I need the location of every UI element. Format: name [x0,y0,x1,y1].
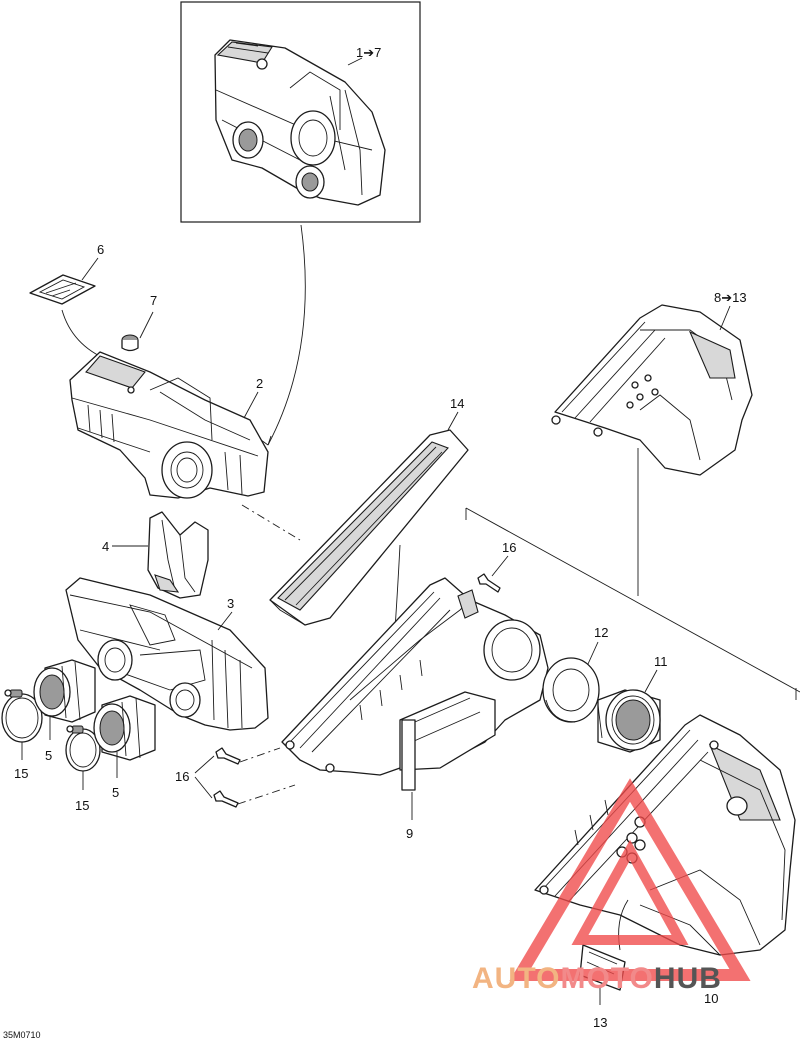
grouping-lines [465,448,800,700]
callout-3: 3 [227,596,234,611]
part-15-clamp-left: 15 [1,689,43,781]
callout-1-7: 1➔7 [356,45,381,60]
part-6-decal: 6 [29,242,119,376]
callout-14: 14 [450,396,464,411]
callout-12: 12 [594,625,608,640]
callout-4: 4 [102,539,109,554]
callout-7: 7 [150,293,157,308]
part-15-clamp-middle: 15 [65,725,101,813]
watermark-triangle-icon [509,778,751,981]
watermark-moto: MOTO [560,962,653,995]
part-16-screws-bottom: 16 [175,747,296,808]
part-5-sleeve-middle: 5 [93,695,156,800]
part-3-airbox-base: 3 [65,577,269,731]
callout-16-top: 16 [502,540,516,555]
watermark-logo [509,778,751,981]
assembled-airbox-drawing [214,39,386,206]
callout-15-middle: 15 [75,798,89,813]
inset-to-cover-leader [267,224,306,446]
part-8-13-housing: 8➔13 [551,290,753,476]
callout-15-left: 15 [14,766,28,781]
alignment-line-cover [241,504,301,541]
callout-9: 9 [406,826,413,841]
watermark-hub: HUB [654,962,722,995]
callout-2: 2 [256,376,263,391]
watermark-auto: AUTO [472,962,560,995]
callout-10: 10 [704,991,718,1006]
part-12-seal: 12 [542,625,608,723]
part-14-filter: 14 [269,396,469,691]
part-4-duct: 4 [102,511,209,599]
callout-6: 6 [97,242,104,257]
callout-5-middle: 5 [112,785,119,800]
callout-11: 11 [654,654,668,669]
part-9-lower-housing: 9 [281,577,549,841]
assembly-inset: 1➔7 [180,1,421,223]
callout-16-bottom: 16 [175,769,189,784]
watermark-text: AUTOMOTOHUB [472,962,722,995]
callout-13: 13 [593,1015,607,1030]
part-16-screws-top: 16 [477,540,516,593]
part-5-sleeve-left: 5 [33,659,96,763]
part-7-plug: 7 [121,293,157,352]
part-11-adapter: 11 [597,654,668,753]
figure-code: 35M0710 [3,1030,41,1040]
part-2-airbox-cover: 2 [69,351,269,499]
callout-8-13: 8➔13 [714,290,747,305]
callout-5-left: 5 [45,748,52,763]
